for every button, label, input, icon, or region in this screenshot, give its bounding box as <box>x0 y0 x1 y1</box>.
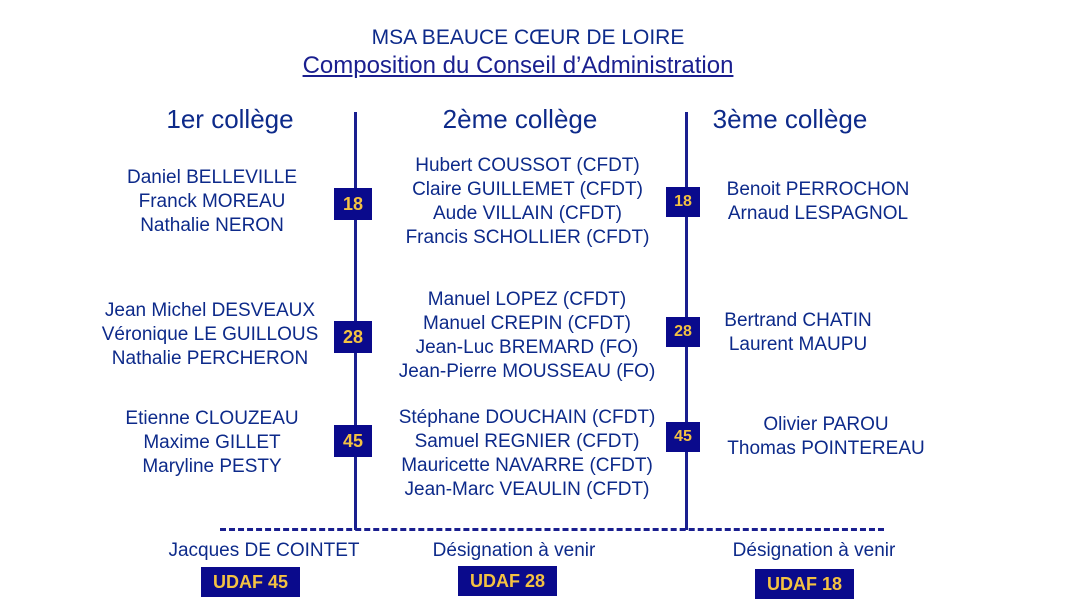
udaf-badge-28: UDAF 28 <box>458 566 557 596</box>
member-name: Claire GUILLEMET (CFDT) <box>412 179 643 200</box>
udaf-label: UDAF <box>766 574 817 594</box>
member-name: Arnaud LESPAGNOL <box>727 203 909 224</box>
udaf-label: UDAF <box>469 571 520 591</box>
member-name: Thomas POINTEREAU <box>727 438 925 459</box>
member-name: Samuel REGNIER (CFDT) <box>414 431 640 452</box>
member-name: Maxime GILLET <box>143 432 281 453</box>
udaf-badge-45: UDAF 45 <box>201 567 300 597</box>
udaf-45-representative: Jacques DE COINTET <box>168 540 360 561</box>
member-name: Nathalie NERON <box>140 215 284 236</box>
udaf-number: 28 <box>524 571 546 591</box>
udaf-18-representative: Désignation à venir <box>732 540 896 561</box>
member-name: Jean-Marc VEAULIN (CFDT) <box>404 479 650 500</box>
dashed-separator <box>220 528 884 531</box>
udaf-28-representative: Désignation à venir <box>432 540 596 561</box>
member-name: Bertrand CHATIN <box>724 310 872 331</box>
college-3-group-28: Bertrand CHATIN Laurent MAUPU <box>688 309 908 357</box>
member-name: Stéphane DOUCHAIN (CFDT) <box>398 407 656 428</box>
member-name: Etienne CLOUZEAU <box>125 408 299 429</box>
member-name: Jean Michel DESVEAUX <box>104 300 316 321</box>
member-name: Aude VILLAIN (CFDT) <box>433 203 622 224</box>
page-title: Composition du Conseil d’Administration <box>302 52 734 79</box>
department-badge-45: 45 <box>666 422 700 452</box>
member-name: Benoit PERROCHON <box>726 179 910 200</box>
udaf-number: 45 <box>267 572 289 592</box>
college-3-heading: 3ème collège <box>712 104 868 134</box>
udaf-number: 18 <box>821 574 843 594</box>
member-name: Jean-Pierre MOUSSEAU (FO) <box>398 361 656 382</box>
college-1-group-18: Daniel BELLEVILLE Franck MOREAU Nathalie… <box>92 166 332 238</box>
department-badge-28: 28 <box>334 321 372 353</box>
department-badge-28: 28 <box>666 317 700 347</box>
college-2-heading: 2ème collège <box>442 104 598 134</box>
member-name: Francis SCHOLLIER (CFDT) <box>405 227 650 248</box>
member-name: Franck MOREAU <box>138 191 286 212</box>
member-name: Laurent MAUPU <box>728 334 868 355</box>
college-2-group-3: Stéphane DOUCHAIN (CFDT) Samuel REGNIER … <box>372 406 682 502</box>
member-name: Manuel LOPEZ (CFDT) <box>427 289 627 310</box>
college-2-group-1: Hubert COUSSOT (CFDT) Claire GUILLEMET (… <box>380 154 675 250</box>
department-badge-18: 18 <box>666 187 700 217</box>
college-1-group-28: Jean Michel DESVEAUX Véronique LE GUILLO… <box>80 299 340 371</box>
department-badge-18: 18 <box>334 188 372 220</box>
member-name: Nathalie PERCHERON <box>111 348 309 369</box>
member-name: Hubert COUSSOT (CFDT) <box>415 155 640 176</box>
udaf-badge-18: UDAF 18 <box>755 569 854 599</box>
udaf-label: UDAF <box>212 572 263 592</box>
college-1-heading: 1er collège <box>166 104 294 134</box>
college-1-group-45: Etienne CLOUZEAU Maxime GILLET Maryline … <box>92 407 332 479</box>
college-2-group-2: Manuel LOPEZ (CFDT) Manuel CREPIN (CFDT)… <box>372 288 682 384</box>
college-3-group-45: Olivier PAROU Thomas POINTEREAU <box>716 413 936 461</box>
member-name: Manuel CREPIN (CFDT) <box>423 313 631 334</box>
member-name: Jean-Luc BREMARD (FO) <box>415 337 639 358</box>
department-badge-45: 45 <box>334 425 372 457</box>
member-name: Olivier PAROU <box>763 414 889 435</box>
member-name: Daniel BELLEVILLE <box>126 167 298 188</box>
college-3-group-18: Benoit PERROCHON Arnaud LESPAGNOL <box>708 178 928 226</box>
member-name: Mauricette NAVARRE (CFDT) <box>401 455 653 476</box>
organization-name: MSA BEAUCE CŒUR DE LOIRE <box>371 26 685 49</box>
member-name: Véronique LE GUILLOUS <box>101 324 319 345</box>
member-name: Maryline PESTY <box>142 456 282 477</box>
